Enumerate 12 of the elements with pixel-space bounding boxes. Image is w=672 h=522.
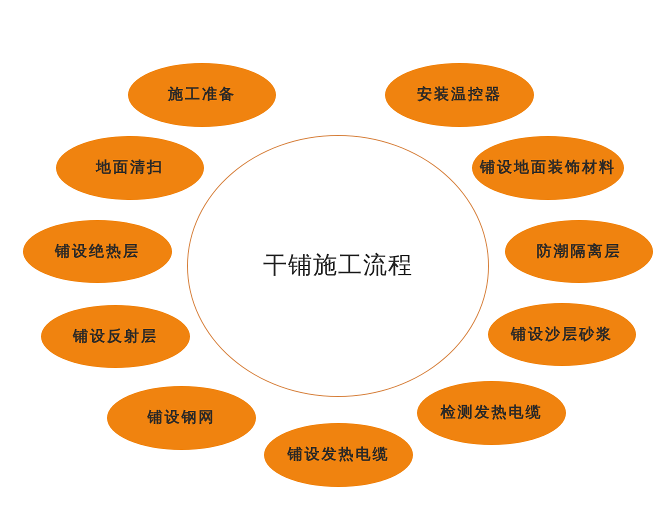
step-label: 铺设发热电缆 <box>288 445 390 465</box>
step-label: 铺设地面装饰材料 <box>480 158 616 178</box>
step-label: 检测发热电缆 <box>440 403 542 423</box>
step-label: 铺设反射层 <box>73 326 158 346</box>
step-label: 地面清扫 <box>96 158 164 178</box>
step-label: 铺设绝热层 <box>55 242 140 262</box>
step-label: 铺设钢网 <box>148 408 216 428</box>
step-label: 防潮隔离层 <box>536 242 622 262</box>
step-label: 安装温控器 <box>417 85 502 105</box>
step-label: 铺设沙层砂浆 <box>511 324 613 344</box>
center-title: 干铺施工流程 <box>263 250 413 282</box>
step-label: 施工准备 <box>168 85 236 105</box>
